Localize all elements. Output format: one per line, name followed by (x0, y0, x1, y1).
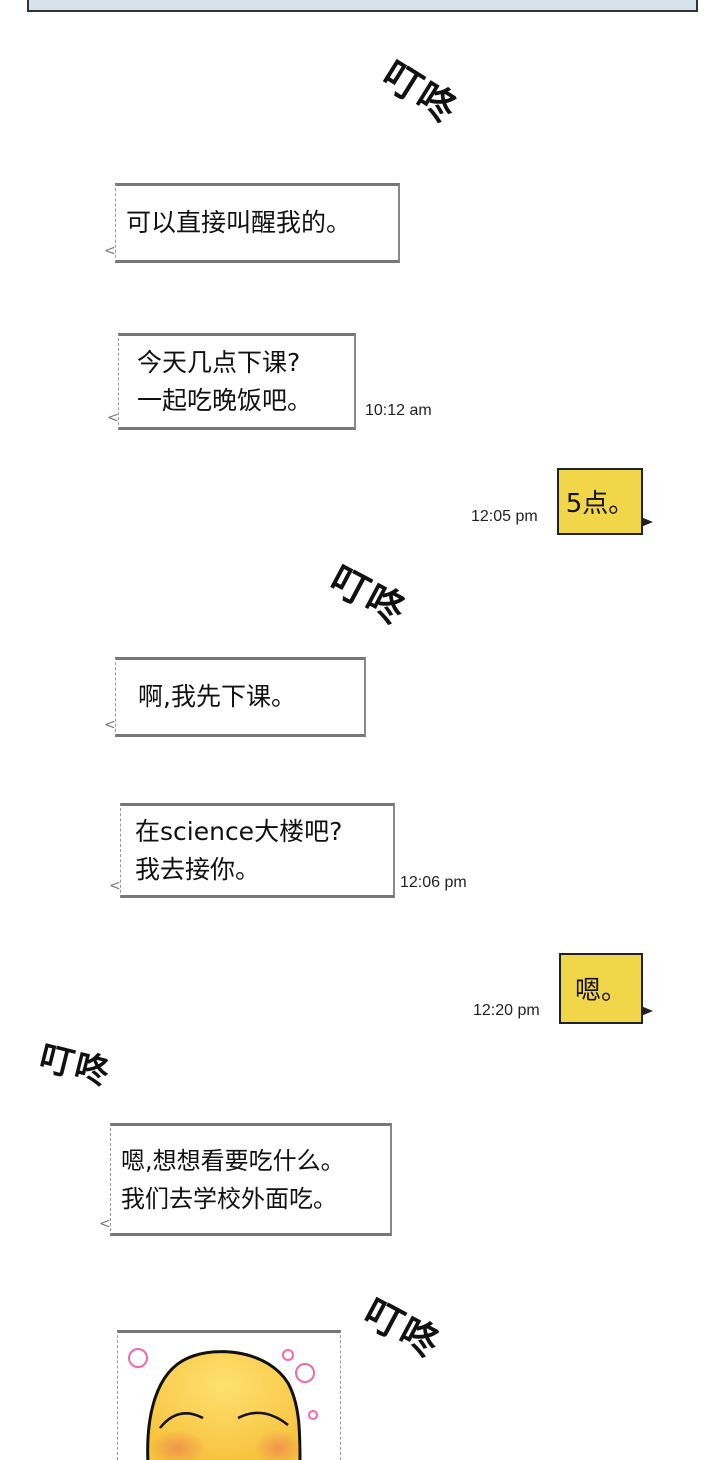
sound-effect-dingdong: 叮咚 (374, 52, 466, 133)
sound-effect-dingdong: 叮咚 (356, 1290, 449, 1367)
bubble-tail-icon: < (104, 717, 116, 733)
message-bubble-received: < 今天几点下课? 一起吃晚饭吧。 (107, 333, 356, 430)
message-timestamp: 12:20 pm (473, 1002, 540, 1019)
bubble-tail-icon: < (104, 243, 116, 259)
message-bubble-received: < 嗯,想想看要吃什么。 我们去学校外面吃。 (99, 1123, 392, 1236)
sticker-message (117, 1330, 341, 1460)
message-text: 今天几点下课? (137, 347, 301, 377)
message-timestamp: 12:05 pm (471, 508, 538, 525)
message-text: 嗯,想想看要吃什么。 (121, 1146, 345, 1175)
message-timestamp: 10:12 am (365, 402, 432, 419)
message-text: 一起吃晚饭吧。 (137, 385, 313, 415)
message-text: 我们去学校外面吃。 (121, 1184, 337, 1213)
bubble-tail-icon: < (99, 1216, 111, 1232)
sound-effect-dingdong: 叮咚 (35, 1037, 115, 1095)
message-bubble-sent: 5点。 (557, 468, 653, 535)
message-bubble-received: < 在science大楼吧? 我去接你。 (109, 803, 395, 898)
bubble-tail-icon: < (107, 410, 119, 426)
message-bubble-received: < 可以直接叫醒我的。 (104, 183, 400, 263)
message-text: 可以直接叫醒我的。 (126, 208, 352, 237)
sound-effect-dingdong: 叮咚 (322, 557, 415, 634)
message-text: 5点。 (565, 489, 635, 519)
smiling-face-sticker-icon (128, 1348, 318, 1460)
message-bubble-received: < 啊,我先下课。 (104, 657, 366, 737)
top-panel (27, 0, 698, 12)
message-text: 啊,我先下课。 (138, 682, 296, 711)
message-text: 我去接你。 (135, 854, 261, 884)
message-bubble-sent: 嗯。 (559, 953, 653, 1024)
bubble-tail-icon: < (109, 878, 121, 894)
message-text: 嗯。 (574, 976, 627, 1006)
message-timestamp: 12:06 pm (400, 874, 467, 891)
message-text: 在science大楼吧? (135, 816, 343, 846)
